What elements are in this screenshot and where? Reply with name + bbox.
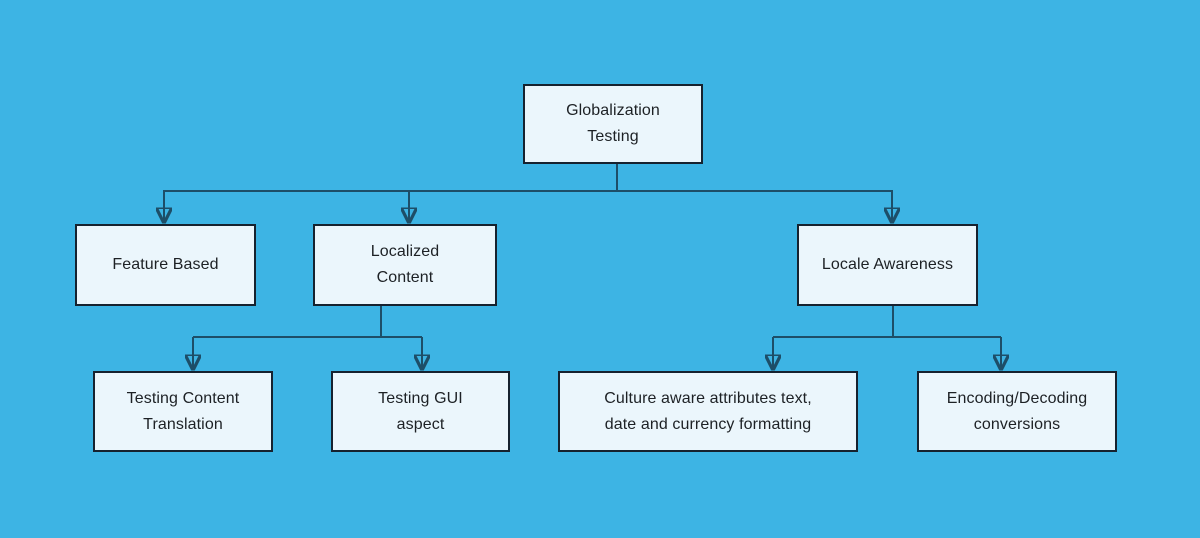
node-label: Globalization Testing bbox=[566, 102, 660, 145]
node-encoding-decoding-conversions: Encoding/Decoding conversions bbox=[917, 371, 1117, 452]
node-label: Localized Content bbox=[370, 243, 440, 286]
node-feature-based: Feature Based bbox=[75, 224, 256, 306]
node-culture-aware-attributes: Culture aware attributes text, date and … bbox=[558, 371, 858, 452]
node-label: Feature Based bbox=[112, 256, 219, 273]
node-globalization-testing: Globalization Testing bbox=[523, 84, 703, 164]
node-label: Culture aware attributes text, date and … bbox=[604, 389, 812, 433]
node-localized-content: Localized Content bbox=[313, 224, 497, 306]
node-label: Testing Content Translation bbox=[126, 389, 240, 433]
node-testing-content-translation: Testing Content Translation bbox=[93, 371, 273, 452]
node-label: Testing GUI aspect bbox=[378, 389, 463, 433]
node-label: Encoding/Decoding conversions bbox=[946, 389, 1088, 433]
node-locale-awareness: Locale Awareness bbox=[797, 224, 978, 306]
node-label: Locale Awareness bbox=[821, 256, 954, 273]
node-testing-gui-aspect: Testing GUI aspect bbox=[331, 371, 510, 452]
